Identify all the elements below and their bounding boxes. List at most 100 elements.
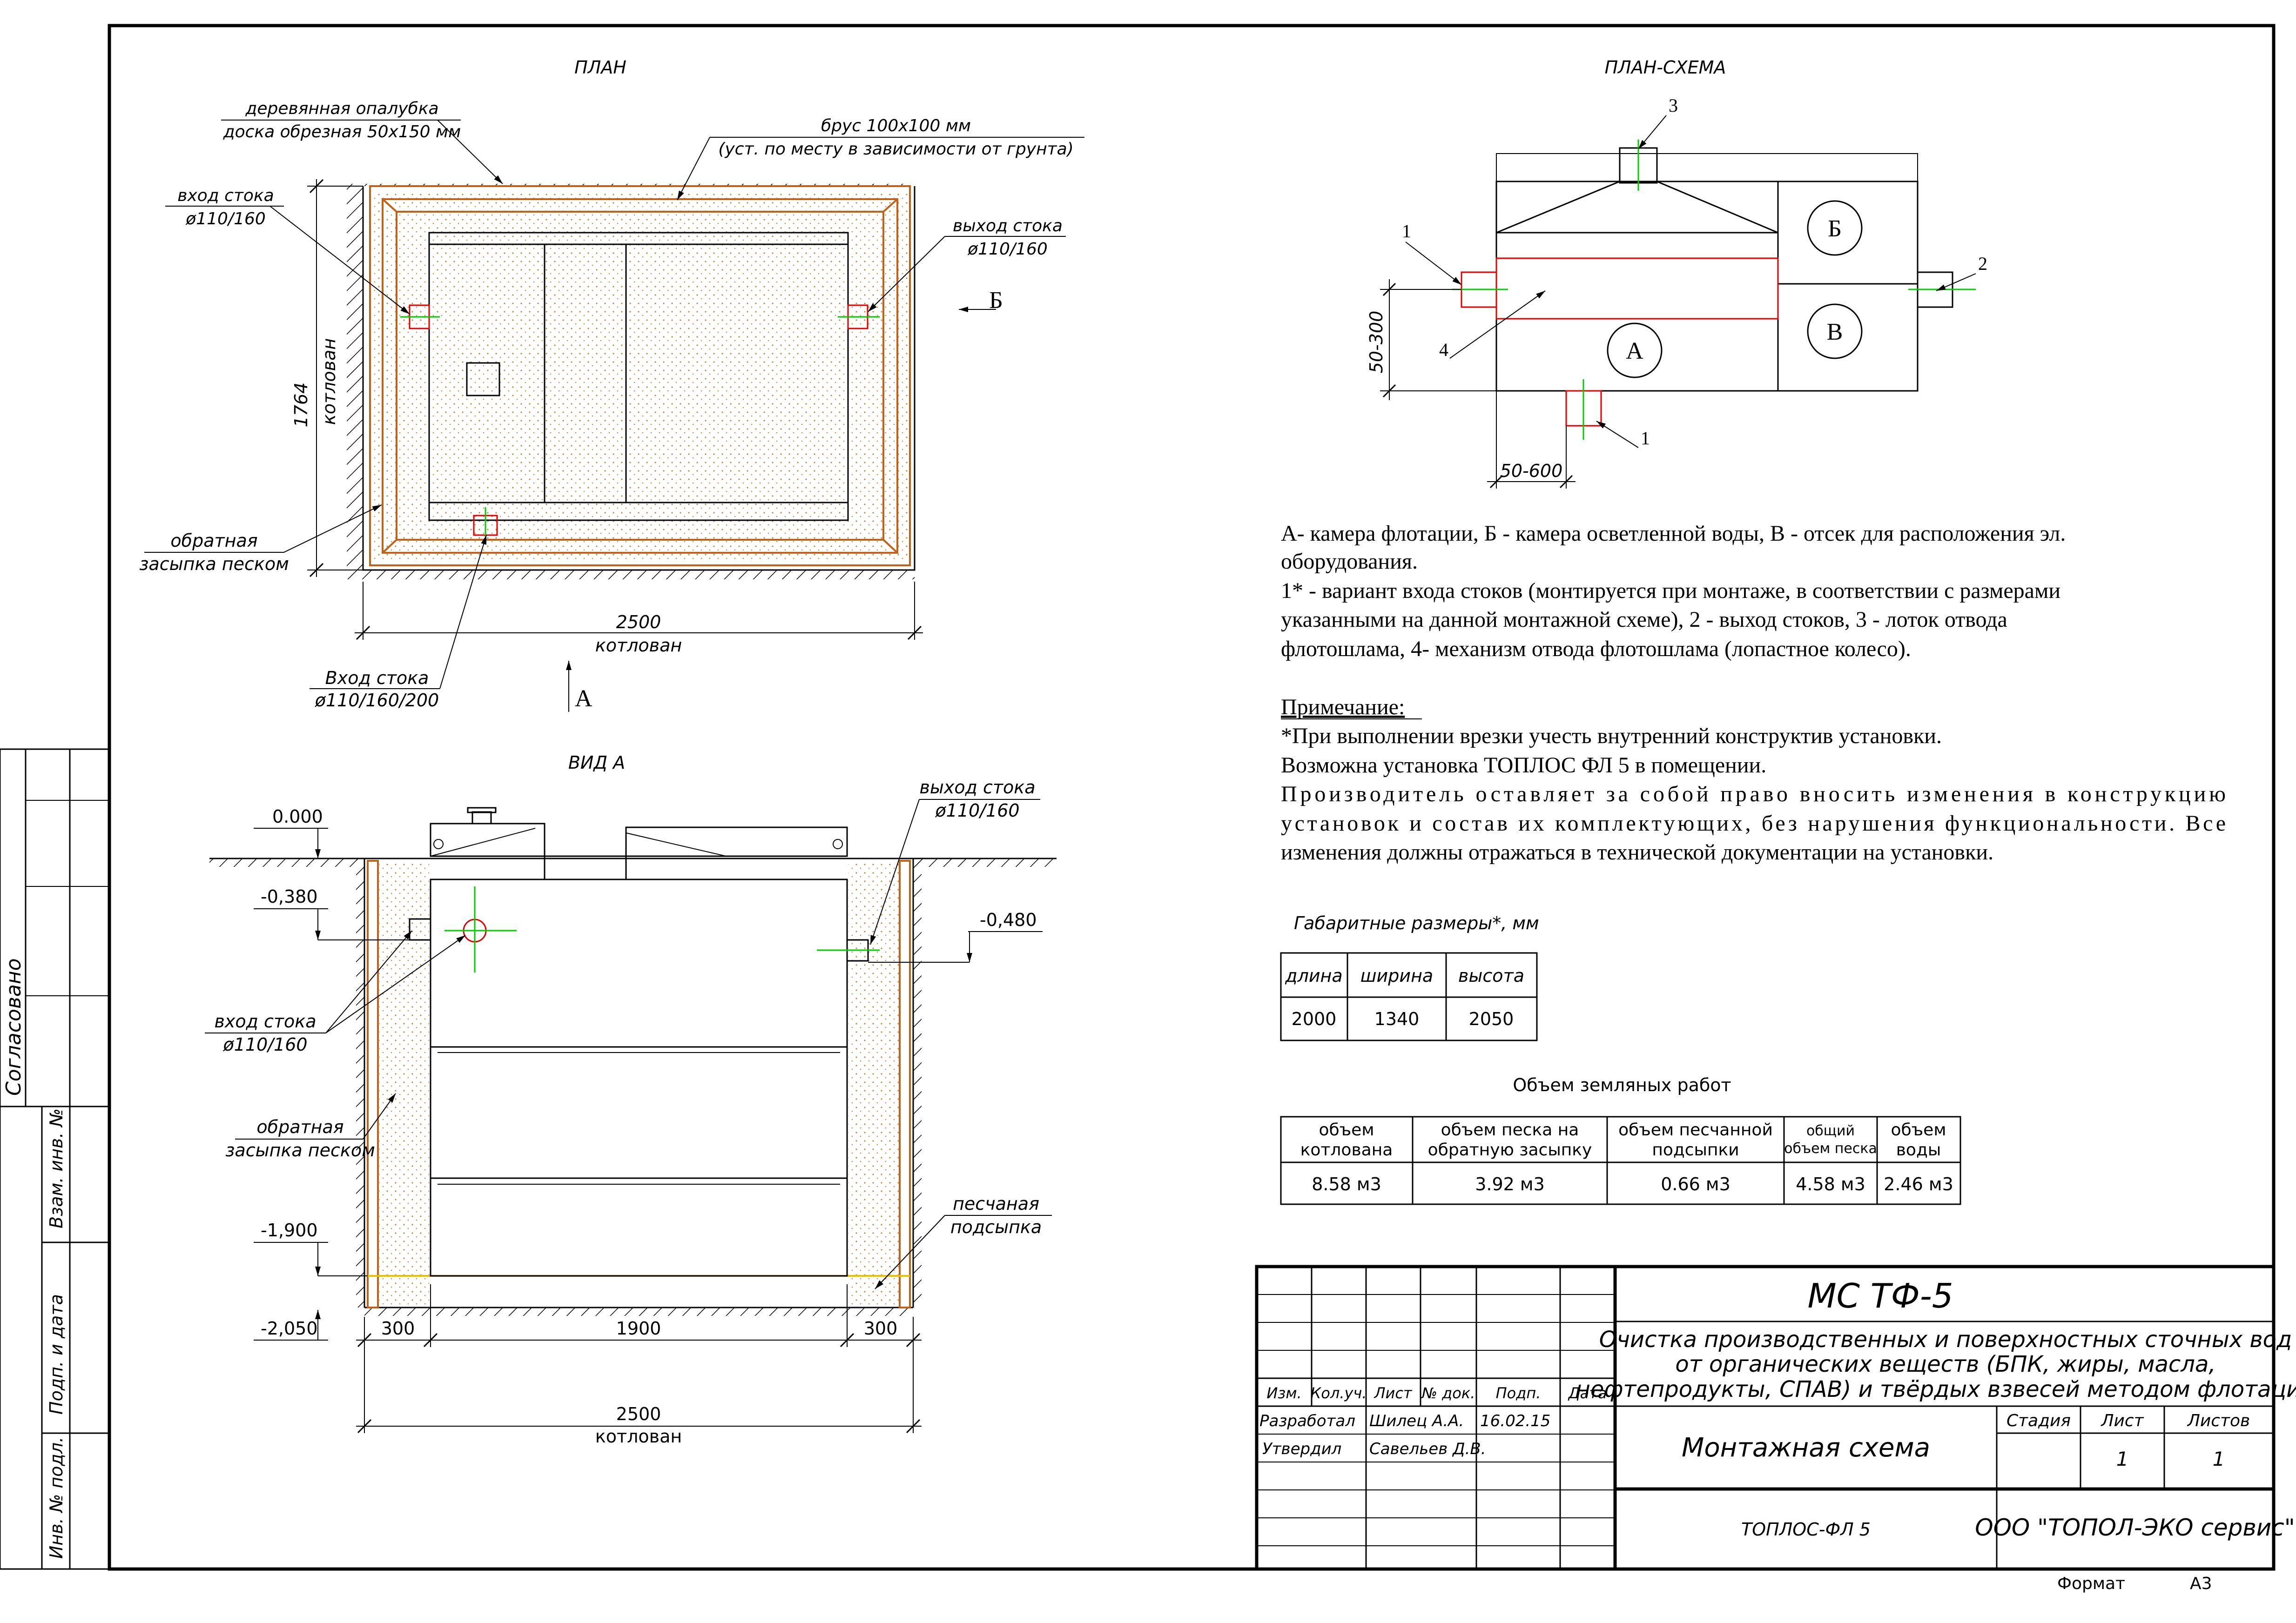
- plan-outlet-label-1: выход стока: [953, 216, 1063, 235]
- dim-300-left: 300: [381, 1318, 415, 1339]
- svg-text:Лист: Лист: [2100, 1411, 2144, 1430]
- svg-text:4.58 м3: 4.58 м3: [1796, 1174, 1865, 1194]
- legend-line-5: флотошлама, 4- механизм отвода флотошлам…: [1281, 637, 1911, 661]
- svg-text:объем: объем: [1319, 1120, 1374, 1140]
- earth-table: Объем земляных работ объем котлована объ…: [1280, 1075, 1961, 1205]
- legend-line-1: А- камера флотации, Б - камера осветленн…: [1281, 521, 2066, 546]
- view-backfill-label-2: засыпка песком: [225, 1140, 375, 1160]
- plan-backfill-label-2: засыпка песком: [139, 554, 289, 574]
- beam-label-1: брус 100х100 мм: [821, 116, 971, 135]
- note-line-1: *При выполнении врезки учесть внутренний…: [1281, 724, 1942, 748]
- note-line-2: Возможна установка ТОПЛОС ФЛ 5 в помещен…: [1281, 753, 1766, 778]
- svg-text:подсыпки: подсыпки: [1652, 1140, 1739, 1160]
- beam-label-2: (уст. по месту в зависимости от грунта): [718, 140, 1073, 159]
- scheme-body: [1496, 153, 1918, 391]
- sheet-number: 1: [2116, 1448, 2129, 1470]
- note-line-4: установок и состав их комплектующих, без…: [1281, 811, 2226, 836]
- plan-title: ПЛАН: [574, 57, 626, 78]
- title-block: Изм. Кол.уч. Лист № док. Подп. Дата Разр…: [1255, 1265, 2296, 1593]
- earth-table-title: Объем земляных работ: [1513, 1075, 1731, 1095]
- product-name: ТОПЛОС-ФЛ 5: [1741, 1519, 1871, 1540]
- plan-inlet-label-1: вход стока: [177, 186, 274, 205]
- dim-1900: 1900: [616, 1318, 661, 1339]
- dims-table: Габаритные размеры*, мм длина ширина выс…: [1280, 913, 1539, 1041]
- plan-backfill-label-1: обратная: [170, 530, 257, 551]
- plan-dim-h-label: котлован: [595, 635, 682, 656]
- format-value: А3: [2190, 1574, 2212, 1593]
- doc-desc-3: нефтепродукты, СПАВ) и твёрдых взвесей м…: [1576, 1376, 2296, 1402]
- svg-text:Изм.: Изм.: [1266, 1384, 1301, 1402]
- view-outlet-label-2: ø110/160: [935, 800, 1019, 821]
- scheme-paddle-wheel: [1495, 257, 1779, 320]
- inv-orig-label: Инв. № подл.: [46, 1437, 67, 1559]
- svg-text:2.46 м3: 2.46 м3: [1884, 1174, 1953, 1194]
- svg-text:длина: длина: [1285, 966, 1342, 986]
- scheme-dim-h: 50-600: [1500, 461, 1563, 481]
- level-0: 0.000: [272, 806, 323, 827]
- inv-replace-label: Взам. инв. №: [46, 1108, 67, 1228]
- scheme-title: ПЛАН-СХЕМА: [1605, 57, 1726, 78]
- svg-text:объем песка на: объем песка на: [1441, 1120, 1579, 1140]
- name-developer: Шилец А.А.: [1369, 1412, 1464, 1430]
- svg-text:высота: высота: [1458, 966, 1524, 986]
- svg-text:объем песка: объем песка: [1784, 1140, 1877, 1157]
- name-approver: Савельев Д.В.: [1369, 1440, 1486, 1458]
- scheme-chamber-a: [1607, 322, 1663, 378]
- marker-1: 1: [1402, 221, 1411, 241]
- format-label: Формат: [2057, 1574, 2125, 1593]
- view-backfill-label-1: обратная: [256, 1117, 343, 1137]
- doc-desc-1: Очистка производственных и поверхностных…: [1599, 1327, 2292, 1353]
- date-developer: 16.02.15: [1480, 1412, 1550, 1430]
- view-inlet-pipe: [409, 918, 431, 941]
- svg-text:1340: 1340: [1374, 1009, 1420, 1029]
- sheet-frame: Согласовано Взам. инв. № Подп. и дата Ин…: [0, 24, 2276, 1571]
- svg-text:8.58 м3: 8.58 м3: [1312, 1174, 1381, 1194]
- formwork-label-1: деревянная опалубка: [245, 99, 438, 118]
- dim-300-right: 300: [864, 1318, 898, 1339]
- sheet-title: Монтажная схема: [1682, 1433, 1930, 1463]
- tank-body: [430, 879, 848, 1277]
- svg-text:котлована: котлована: [1300, 1140, 1393, 1160]
- level-038: -0,380: [261, 886, 318, 907]
- plan-dim-h-value: 2500: [616, 612, 661, 632]
- svg-text:3.92 м3: 3.92 м3: [1475, 1174, 1545, 1194]
- plan-dim-v-label: котлован: [319, 338, 339, 425]
- svg-text:2050: 2050: [1469, 1009, 1514, 1029]
- svg-text:объем песчанной: объем песчанной: [1618, 1120, 1773, 1140]
- plan-inlet2-label-2: ø110/160/200: [315, 690, 439, 711]
- sand-bed-label-1: песчаная: [953, 1194, 1039, 1214]
- agreed-label: Согласовано: [2, 958, 26, 1096]
- note-line-3: Производитель оставляет за собой право в…: [1281, 782, 2226, 806]
- svg-text:А: А: [1626, 338, 1643, 364]
- level-048: -0,480: [980, 910, 1037, 930]
- svg-text:ширина: ширина: [1360, 966, 1433, 986]
- tank-hatch: [466, 362, 500, 396]
- svg-text:В: В: [1827, 319, 1843, 345]
- organization: ООО "ТОПОЛ-ЭКО сервис": [1975, 1514, 2295, 1541]
- section-a-mark: А: [575, 685, 593, 712]
- plan-inlet2-label-1: Вход стока: [325, 668, 429, 688]
- svg-text:2000: 2000: [1292, 1009, 1337, 1029]
- legend-line-3: 1* - вариант входа стоков (монтируется п…: [1281, 578, 2060, 603]
- plan-dim-v-value: 1764: [291, 382, 311, 428]
- note-title: Примечание:: [1281, 695, 1405, 719]
- plan-inlet-label-2: ø110/160: [185, 209, 266, 228]
- sand-fill: [372, 193, 908, 561]
- dim-2500-label: котлован: [595, 1426, 682, 1447]
- view-inlet-label-2: ø110/160: [222, 1034, 307, 1055]
- svg-text:Стадия: Стадия: [2006, 1411, 2071, 1430]
- svg-text:обратную засыпку: обратную засыпку: [1428, 1140, 1592, 1160]
- level-205: -2,050: [261, 1318, 318, 1339]
- svg-text:объем: объем: [1891, 1120, 1946, 1140]
- sand-bed-label-2: подсыпка: [950, 1217, 1042, 1237]
- svg-text:Кол.уч.: Кол.уч.: [1311, 1384, 1367, 1402]
- svg-text:№ док.: № док.: [1421, 1384, 1475, 1402]
- svg-text:Дата: Дата: [1568, 1384, 1607, 1402]
- doc-code: МС ТФ-5: [1807, 1276, 1953, 1315]
- legend-line-2: оборудования.: [1281, 549, 1418, 574]
- legend-line-4: указанными на данной монтажной схеме), 2…: [1281, 607, 2007, 632]
- doc-desc-2: от органических веществ (БПК, жиры, масл…: [1675, 1351, 2215, 1377]
- view-outlet-label-1: выход стока: [919, 777, 1035, 798]
- sheets-total: 1: [2213, 1448, 2225, 1470]
